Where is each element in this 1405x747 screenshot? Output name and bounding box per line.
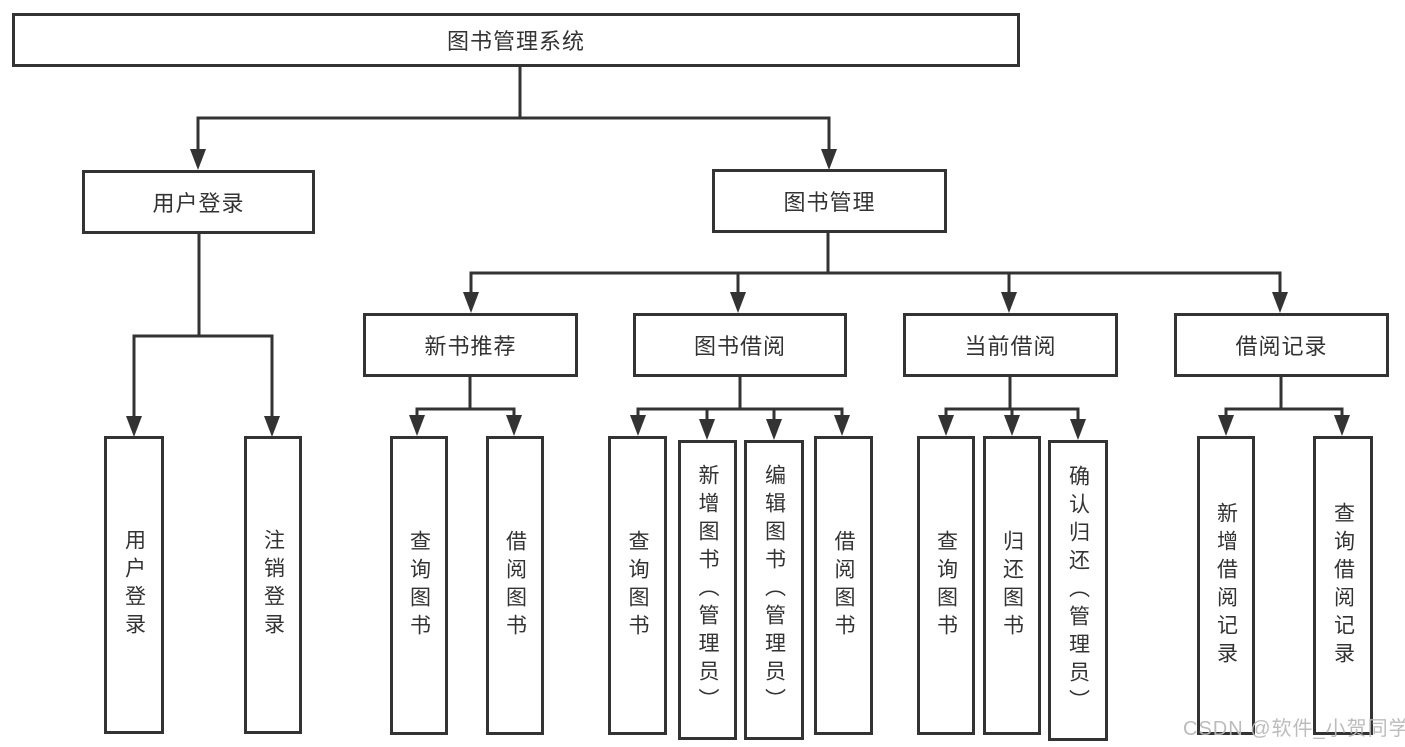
leaf-query-books-recommend: 查询图书 (390, 436, 448, 735)
node-book-borrowing: 图书借阅 (633, 313, 847, 377)
leaf-logout: 注销登录 (244, 436, 302, 734)
node-borrowing-records: 借阅记录 (1174, 313, 1389, 377)
leaf-user-login: 用户登录 (104, 436, 164, 734)
node-library-management-system: 图书管理系统 (12, 13, 1020, 67)
leaf-borrow-books-borrowing: 借阅图书 (814, 436, 873, 735)
node-current-borrowing: 当前借阅 (903, 313, 1118, 377)
leaf-add-borrow-record: 新增借阅记录 (1197, 436, 1255, 735)
node-book-management: 图书管理 (712, 169, 947, 233)
leaf-borrow-books-recommend: 借阅图书 (486, 436, 544, 735)
leaf-query-books-borrowing: 查询图书 (608, 436, 667, 735)
leaf-edit-books-admin: 编辑图书（管理员） (744, 440, 804, 740)
csdn-watermark: CSDN @软件_小贺同学 (1183, 718, 1405, 740)
leaf-return-books: 归还图书 (983, 436, 1041, 735)
node-new-book-recommendation: 新书推荐 (363, 313, 578, 377)
leaf-confirm-return-admin: 确认归还（管理员） (1048, 440, 1108, 741)
leaf-query-books-current: 查询图书 (917, 436, 975, 735)
arrowhead-icons (126, 149, 1350, 440)
node-user-login: 用户登录 (82, 170, 315, 234)
leaf-add-books-admin: 新增图书（管理员） (678, 440, 737, 740)
leaf-query-borrow-record: 查询借阅记录 (1313, 436, 1373, 735)
